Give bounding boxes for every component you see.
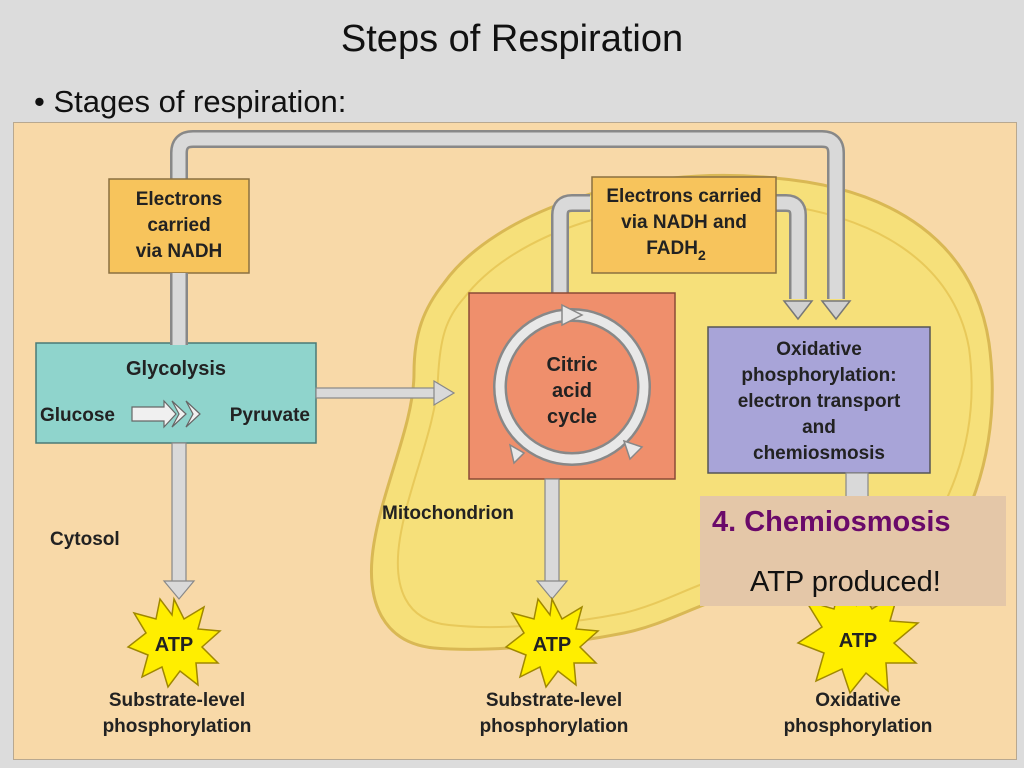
citric-line1: Citric	[546, 354, 597, 376]
oxidative-line3: electron transport	[738, 391, 901, 412]
glycolysis-input: Glucose	[40, 405, 115, 426]
electrons-nadh-line3: via NADH	[136, 241, 223, 262]
electrons-fadh-line2: via NADH and	[621, 212, 747, 233]
arrow-citric-to-atp	[535, 478, 569, 600]
oxidative-line1: Oxidative	[776, 339, 862, 360]
citric-line2: acid	[552, 380, 592, 402]
output-1-line2: phosphorylation	[103, 716, 252, 737]
output-2-line2: phosphorylation	[480, 716, 629, 737]
output-1-line1: Substrate-level	[109, 690, 245, 711]
electrons-fadh-line1: Electrons carried	[606, 186, 761, 207]
electrons-nadh-fadh-box	[591, 176, 777, 274]
bullet-text: • Stages of respiration:	[34, 84, 347, 119]
output-3-line2: phosphorylation	[784, 716, 933, 737]
electrons-nadh-box	[108, 178, 250, 274]
glycolysis-box	[35, 342, 317, 444]
atp-star-1: ATP	[126, 596, 222, 689]
callout-title: 4. Chemiosmosis	[712, 506, 951, 538]
callout-subtitle: ATP produced!	[750, 566, 941, 598]
citric-line3: cycle	[547, 406, 597, 428]
cycle-arrow-left	[508, 443, 526, 465]
cycle-arrow-right	[622, 439, 644, 461]
atp-star-2: ATP	[504, 596, 600, 689]
arrow-glycolysis-to-citric	[315, 379, 456, 407]
respiration-diagram: Electrons carried via NADH Electrons car…	[13, 122, 1017, 760]
atp-label-3: ATP	[839, 630, 878, 652]
cycle-arrow-top	[561, 303, 584, 327]
atp-label-1: ATP	[155, 634, 194, 656]
electrons-nadh-line2: carried	[147, 215, 210, 236]
oxidative-line4: and	[802, 417, 836, 438]
arrow-glycolysis-to-atp	[162, 442, 196, 600]
output-3-line1: Oxidative	[815, 690, 901, 711]
glycolysis-title: Glycolysis	[126, 358, 226, 380]
glycolysis-arrows	[131, 399, 201, 429]
oxidative-line2: phosphorylation:	[741, 365, 896, 386]
electrons-fadh-line3: FADH2	[646, 238, 706, 263]
mitochondrion-label: Mitochondrion	[382, 503, 514, 524]
cytosol-label: Cytosol	[50, 529, 120, 550]
glycolysis-output: Pyruvate	[230, 405, 310, 426]
output-2-line1: Substrate-level	[486, 690, 622, 711]
atp-label-2: ATP	[533, 634, 572, 656]
chemiosmosis-callout: 4. Chemiosmosis ATP produced!	[700, 496, 1006, 606]
slide-title: Steps of Respiration	[340, 18, 684, 60]
atp-star-3: ATP	[796, 582, 920, 695]
oxidative-phosphorylation-box	[707, 326, 931, 474]
electrons-nadh-line1: Electrons	[136, 189, 223, 210]
oxidative-line5: chemiosmosis	[753, 443, 885, 464]
